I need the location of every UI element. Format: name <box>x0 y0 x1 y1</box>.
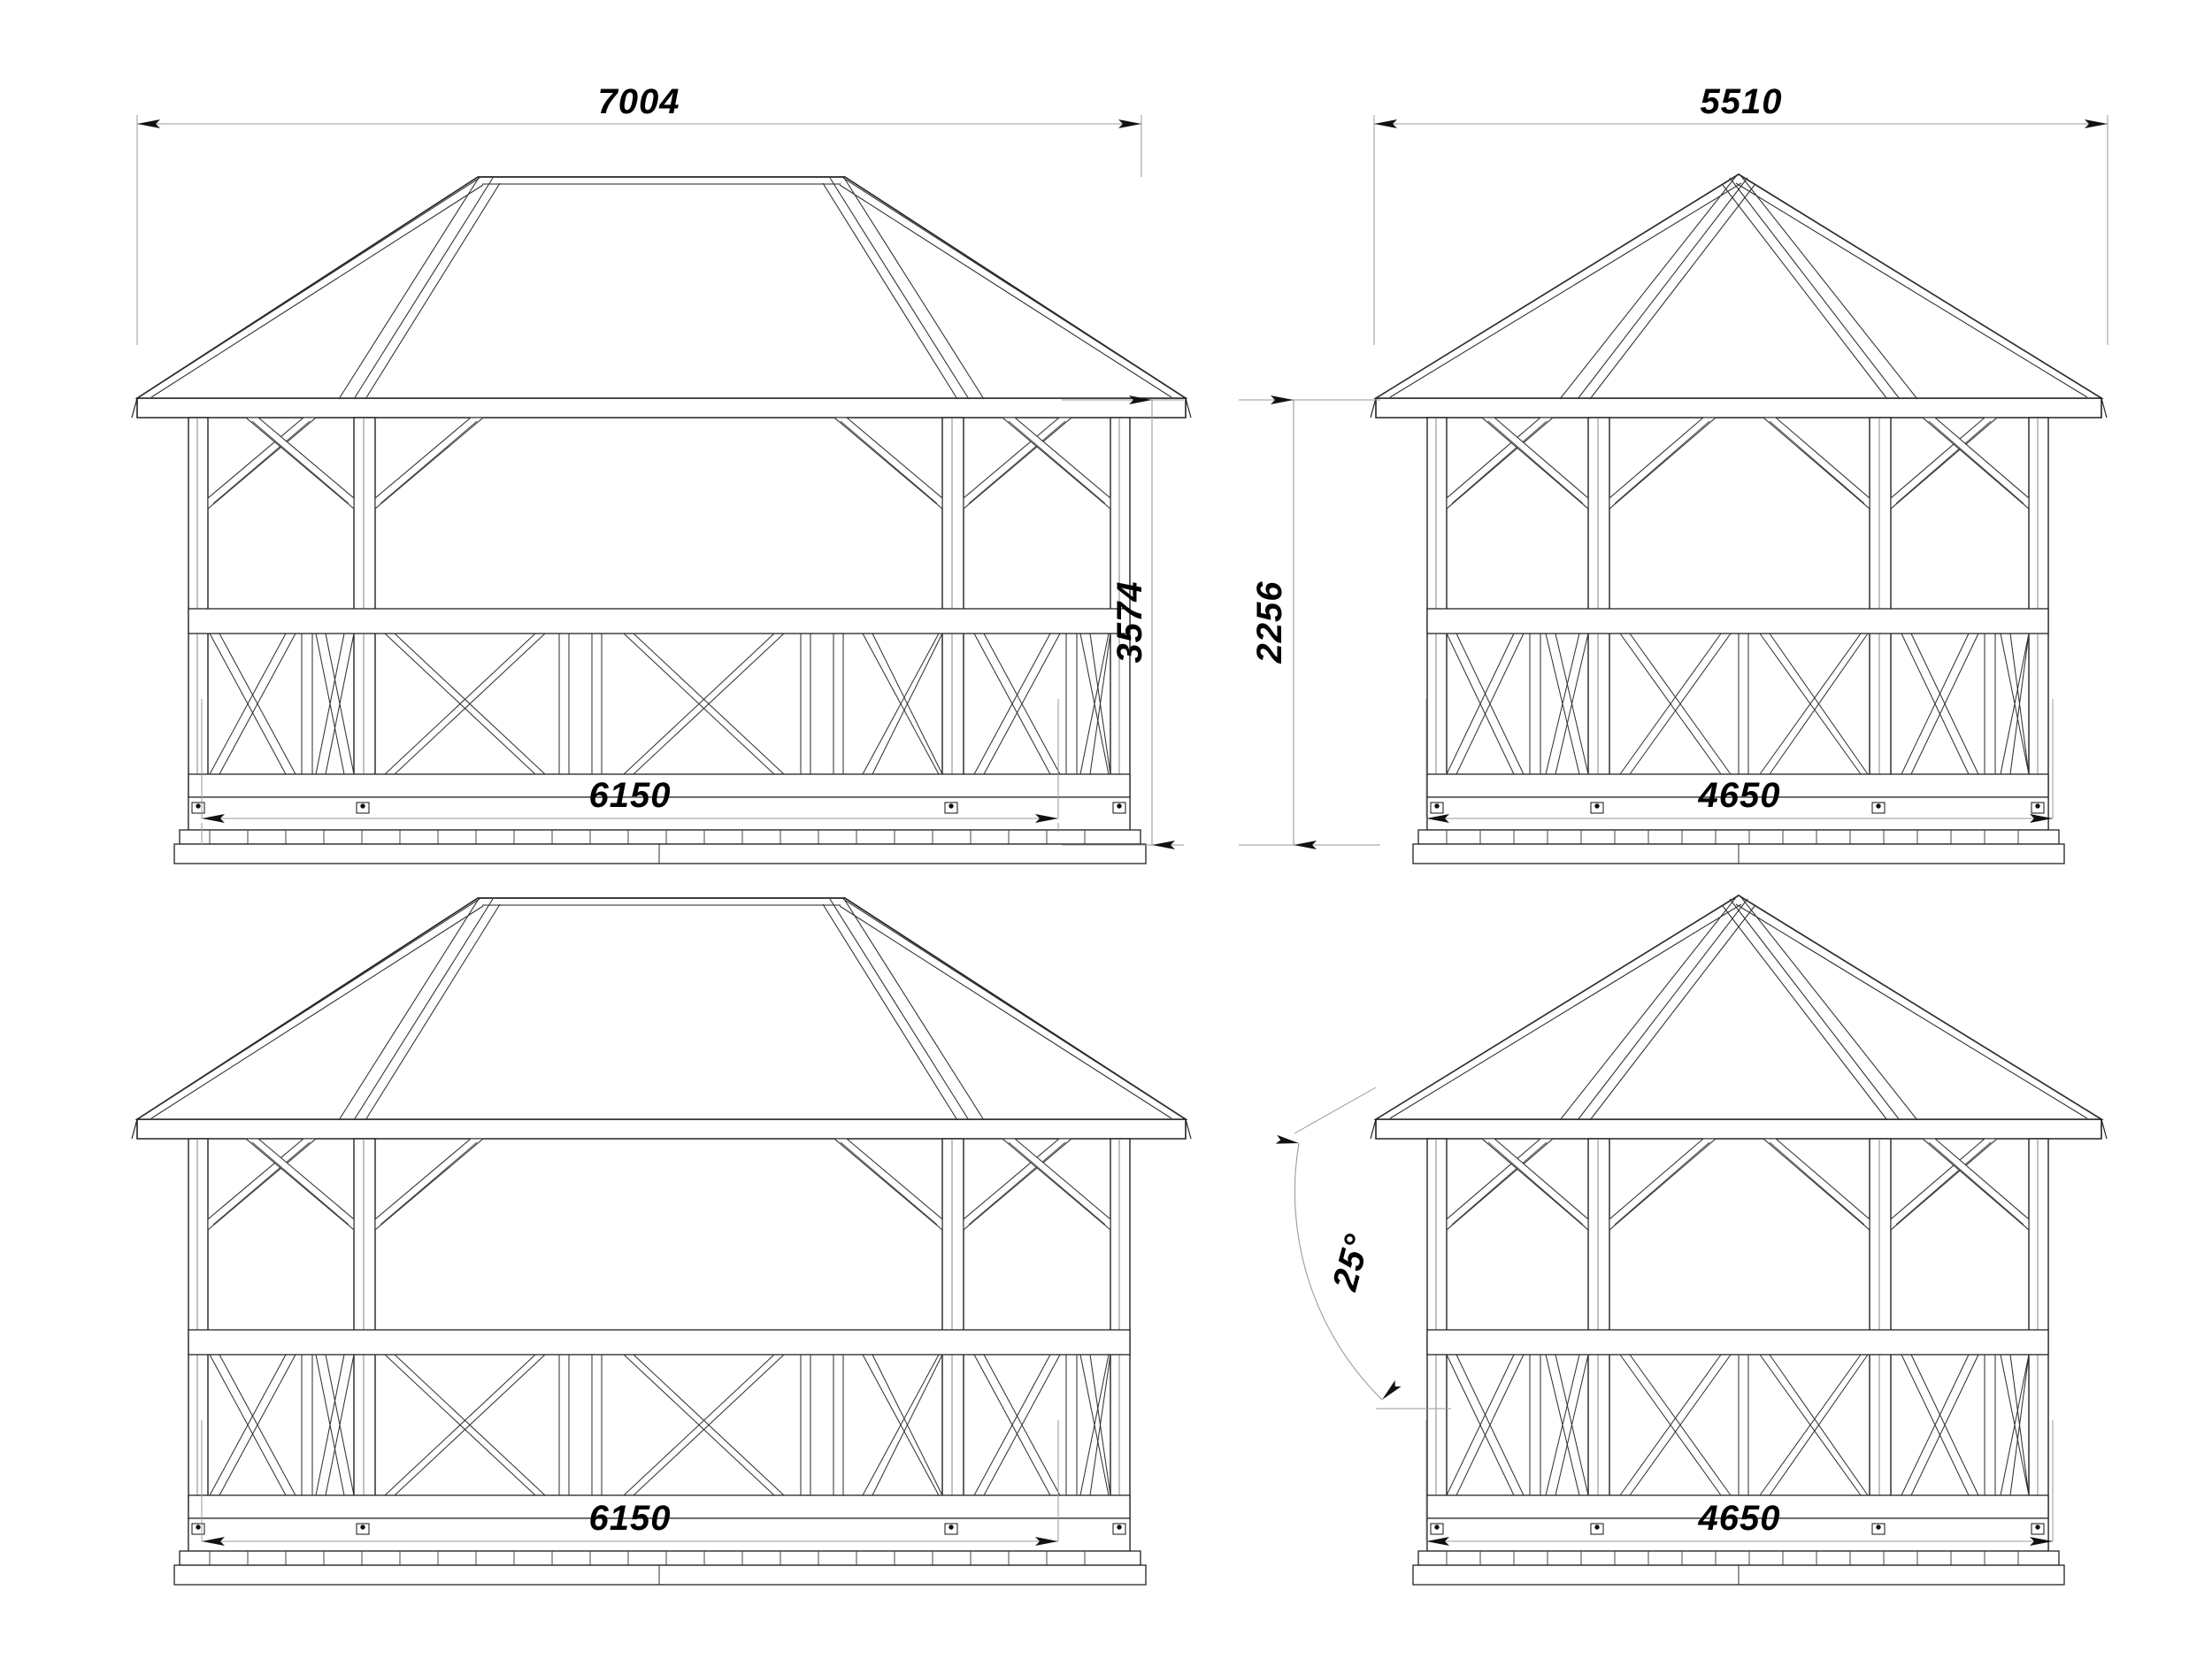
dimension-4650-bottom: 4650 <box>1426 1499 2053 1546</box>
dimension-6150-bottom: 6150 <box>202 1499 1058 1546</box>
dimension-label-2256: 2256 <box>1250 581 1289 664</box>
extension-lines <box>201 1420 1059 1541</box>
dimension-label-5510: 5510 <box>1701 82 1783 121</box>
dimension-7004: 7004 <box>137 82 1141 128</box>
dimension-label-6150-bottom: 6150 <box>589 1499 672 1538</box>
angle-arc <box>1275 1134 1402 1401</box>
dimension-4650-top: 4650 <box>1426 776 2053 823</box>
view-side-elevation: 5510 2256 4650 <box>1239 82 2108 864</box>
dimension-6150-top: 6150 <box>202 776 1058 823</box>
view-front-elevation: 7004 3574 6150 <box>131 82 1192 864</box>
extension-lines <box>136 115 1184 846</box>
extension-lines <box>1425 1420 2054 1541</box>
dimension-label-7004: 7004 <box>598 82 680 121</box>
dimension-label-4650-bottom: 4650 <box>1698 1499 1781 1538</box>
dimension-label-4650-top: 4650 <box>1698 776 1781 815</box>
dimension-label-6150-top: 6150 <box>589 776 672 815</box>
dimension-5510: 5510 <box>1374 82 2108 128</box>
dimension-label-3574: 3574 <box>1110 581 1149 664</box>
view-rear-elevation: 6150 <box>131 897 1192 1586</box>
dimension-2256: 2256 <box>1250 396 1317 849</box>
dimension-3574: 3574 <box>1110 396 1175 849</box>
